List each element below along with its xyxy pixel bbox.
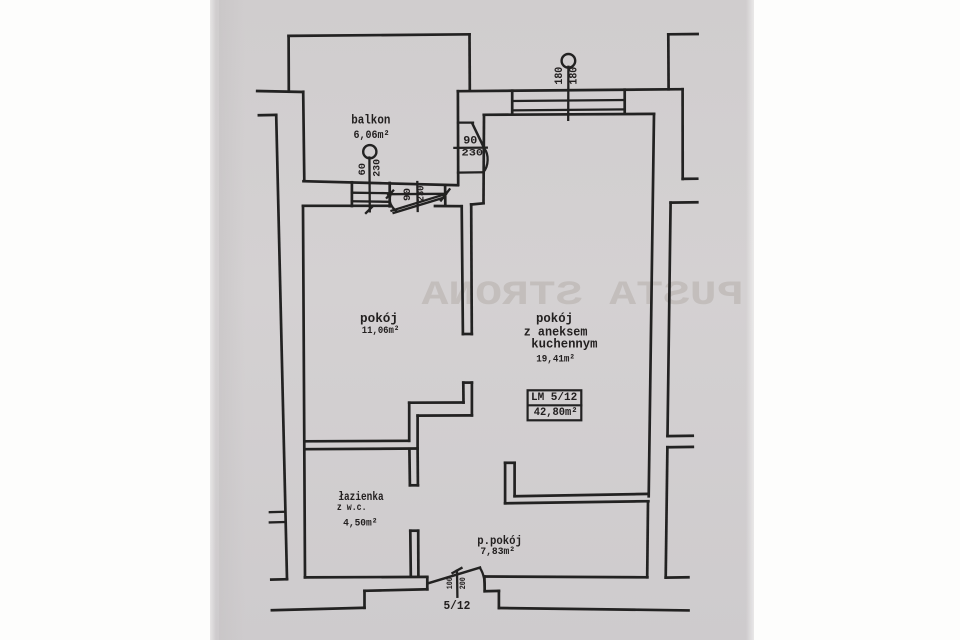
svg-text:90: 90 xyxy=(403,188,414,201)
svg-text:200: 200 xyxy=(458,577,468,589)
svg-text:pokój: pokój xyxy=(536,311,573,326)
svg-text:z w.c.: z w.c. xyxy=(337,502,367,514)
svg-text:230: 230 xyxy=(371,159,382,177)
svg-text:PUSTA STRONA: PUSTA STRONA xyxy=(421,277,744,315)
svg-text:łazienka: łazienka xyxy=(338,491,383,504)
svg-text:balkon: balkon xyxy=(351,113,390,127)
svg-text:6,06m²: 6,06m² xyxy=(353,130,389,142)
svg-text:4,50m²: 4,50m² xyxy=(343,518,377,530)
svg-text:180: 180 xyxy=(569,67,581,85)
svg-text:60: 60 xyxy=(358,163,369,176)
svg-text:z aneksem: z aneksem xyxy=(524,326,588,340)
svg-text:230: 230 xyxy=(462,148,484,160)
svg-text:7,83m²: 7,83m² xyxy=(480,546,515,558)
svg-text:p.pokój: p.pokój xyxy=(477,535,522,548)
svg-text:pokój: pokój xyxy=(360,311,398,326)
svg-text:LM 5/12: LM 5/12 xyxy=(531,392,577,404)
svg-text:230: 230 xyxy=(416,185,427,201)
svg-text:42,80m²: 42,80m² xyxy=(534,407,578,419)
svg-text:180: 180 xyxy=(554,67,566,85)
svg-text:100: 100 xyxy=(445,577,455,589)
svg-text:19,41m²: 19,41m² xyxy=(536,353,575,365)
svg-text:kuchennym: kuchennym xyxy=(531,337,598,351)
svg-text:11,06m²: 11,06m² xyxy=(362,325,400,337)
svg-text:5/12: 5/12 xyxy=(443,600,470,613)
svg-text:90: 90 xyxy=(463,136,477,148)
